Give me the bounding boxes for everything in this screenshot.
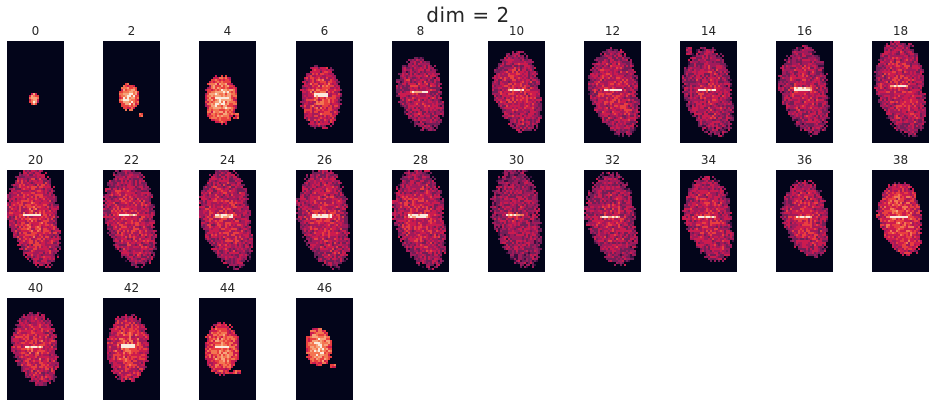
slice-image — [680, 41, 737, 143]
slice-label: 18 — [892, 24, 909, 38]
slice-image — [7, 41, 64, 143]
slice-label: 6 — [320, 24, 329, 38]
slice-image — [872, 170, 929, 272]
slice-heatmap — [103, 170, 157, 268]
slice-image — [7, 170, 64, 272]
slice-image — [584, 170, 641, 272]
slice-heatmap — [588, 47, 640, 137]
slice-image — [776, 41, 833, 143]
slice-heatmap — [876, 182, 922, 256]
slice-label: 36 — [796, 153, 813, 167]
slice-label: 10 — [508, 24, 525, 38]
slice-label: 34 — [700, 153, 717, 167]
slice-image — [103, 298, 160, 400]
slice-image — [584, 41, 641, 143]
slice-heatmap — [29, 93, 39, 105]
slice-label: 42 — [123, 281, 140, 295]
slice-label: 4 — [223, 24, 232, 38]
slice-label: 44 — [219, 281, 236, 295]
slice-heatmap — [11, 312, 59, 386]
slice-label: 28 — [412, 153, 429, 167]
slice-image — [199, 298, 256, 400]
slice-heatmap — [205, 322, 241, 376]
slice-label: 2 — [127, 24, 136, 38]
slice-image — [392, 41, 449, 143]
slice-image — [392, 170, 449, 272]
slice-image — [296, 298, 353, 400]
slice-image — [199, 41, 256, 143]
slice-heatmap — [7, 170, 61, 268]
slice-heatmap — [300, 65, 342, 129]
slice-label: 22 — [123, 153, 140, 167]
slice-label: 38 — [892, 153, 909, 167]
slice-heatmap — [682, 176, 734, 262]
slice-label: 30 — [508, 153, 525, 167]
slice-label: 26 — [316, 153, 333, 167]
slice-label: 12 — [604, 24, 621, 38]
slice-image — [776, 170, 833, 272]
slice-heatmap — [306, 328, 336, 368]
slice-label: 0 — [31, 24, 40, 38]
slice-heatmap — [492, 51, 542, 133]
slice-heatmap — [780, 180, 828, 258]
slice-label: 46 — [316, 281, 333, 295]
figure-title: dim = 2 — [426, 3, 510, 27]
slice-label: 40 — [27, 281, 44, 295]
slice-label: 14 — [700, 24, 717, 38]
slice-heatmap — [778, 45, 830, 137]
slice-heatmap — [296, 170, 350, 270]
slice-heatmap — [874, 41, 926, 137]
slice-image — [7, 298, 64, 400]
slice-image — [103, 170, 160, 272]
slice-heatmap — [490, 170, 542, 268]
slice-image — [872, 41, 929, 143]
slice-heatmap — [584, 172, 638, 266]
slice-heatmap — [682, 47, 734, 137]
slice-image — [296, 170, 353, 272]
slice-heatmap — [396, 57, 444, 131]
slice-image — [488, 41, 545, 143]
slice-heatmap — [119, 83, 143, 117]
slice-heatmap — [205, 75, 239, 125]
slice-label: 8 — [416, 24, 425, 38]
slice-label: 16 — [796, 24, 813, 38]
slice-heatmap — [199, 170, 253, 270]
slice-label: 32 — [604, 153, 621, 167]
slice-heatmap — [392, 170, 446, 270]
slice-image — [680, 170, 737, 272]
slice-image — [199, 170, 256, 272]
slice-label: 20 — [27, 153, 44, 167]
slice-image — [103, 41, 160, 143]
slice-image — [296, 41, 353, 143]
slice-image — [488, 170, 545, 272]
slice-label: 24 — [219, 153, 236, 167]
slice-heatmap — [107, 314, 149, 382]
